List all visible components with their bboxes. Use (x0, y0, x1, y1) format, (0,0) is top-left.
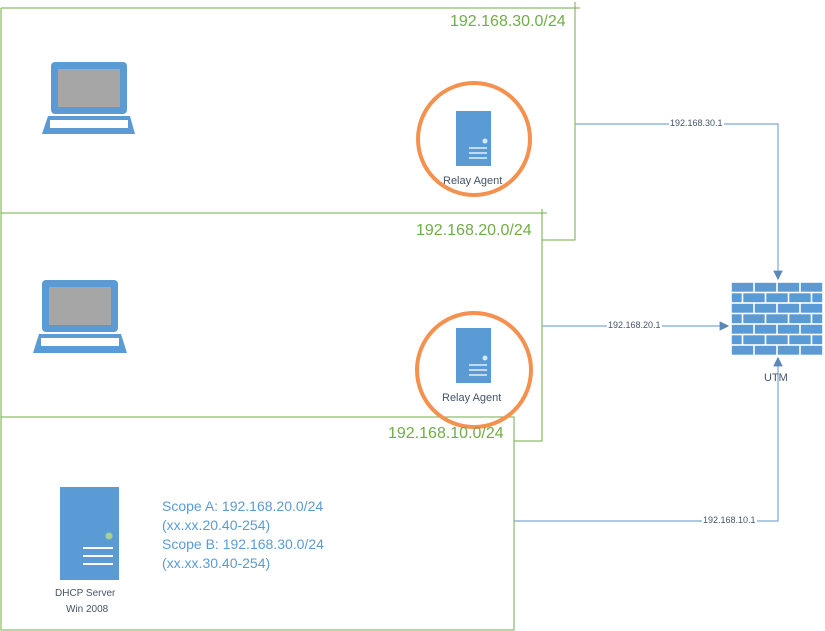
dhcp-server-icon (60, 487, 119, 580)
subnet-box-20 (0, 209, 547, 442)
link-30 (575, 123, 783, 281)
dhcp-scopes: Scope A: 192.168.20.0/24 (xx.xx.20.40-25… (162, 497, 324, 573)
scope-line: Scope B: 192.168.30.0/24 (162, 536, 324, 552)
dhcp-server-name: DHCP Server (55, 588, 116, 599)
relay-agent-label: Relay Agent (443, 175, 503, 187)
server-icon (456, 111, 491, 166)
subnet-box-10 (0, 416, 515, 631)
highlight-circle (416, 81, 532, 197)
relay-agent-label: Relay Agent (442, 392, 502, 404)
scope-line: Scope A: 192.168.20.0/24 (162, 498, 324, 514)
firewall-label: UTM (764, 372, 788, 384)
gateway-label-20: 192.168.20.1 (607, 320, 662, 330)
subnet-label-30: 192.168.30.0/24 (450, 13, 566, 30)
gateway-label-10: 192.168.10.1 (702, 515, 757, 525)
server-icon (456, 328, 491, 383)
laptop-icon (33, 280, 127, 353)
firewall-icon (731, 282, 823, 355)
scope-line: (xx.xx.30.40-254) (162, 555, 271, 571)
link-10 (514, 356, 783, 522)
highlight-circle (415, 311, 533, 429)
scope-line: (xx.xx.20.40-254) (162, 517, 271, 533)
subnet-label-20: 192.168.20.0/24 (416, 222, 532, 239)
laptop-icon (42, 62, 135, 134)
dhcp-server-os: Win 2008 (66, 604, 109, 615)
gateway-label-30: 192.168.30.1 (669, 118, 724, 128)
subnet-label-10: 192.168.10.0/24 (388, 425, 504, 442)
subnet-box-30 (0, 2, 580, 241)
